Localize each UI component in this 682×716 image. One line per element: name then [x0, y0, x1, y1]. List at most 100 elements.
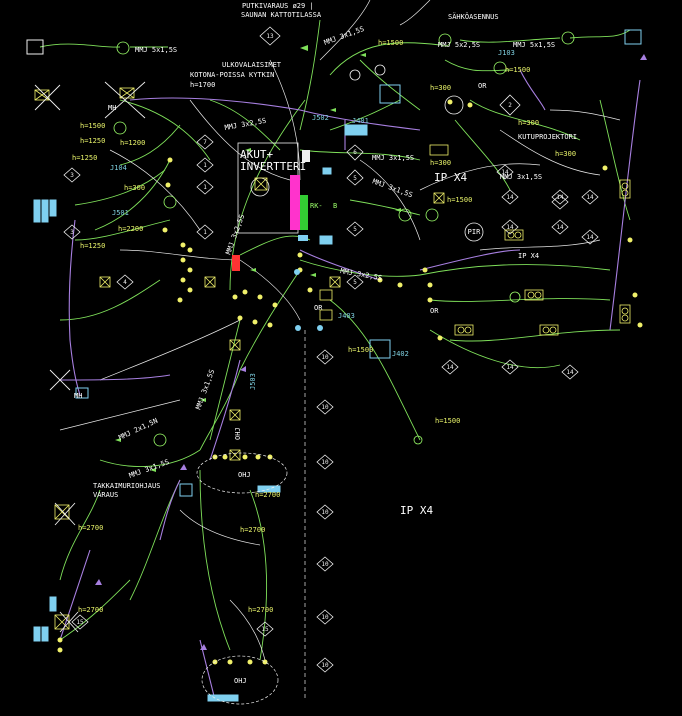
j-label-8: J104 — [110, 164, 127, 172]
svg-text:14: 14 — [586, 234, 594, 241]
svg-text:3: 3 — [70, 172, 74, 179]
h-label-20: h=1500 — [348, 346, 373, 354]
svg-text:14: 14 — [506, 194, 514, 201]
h-label-8: h=2700 — [78, 524, 103, 532]
svg-text:4: 4 — [123, 279, 127, 286]
svg-text:14: 14 — [446, 364, 454, 371]
cable-label-9: MMJ 2x1,5N — [117, 417, 159, 442]
j-label-2: J401 — [352, 117, 369, 125]
cable-label-13: MMJ 3x2,5S — [224, 213, 246, 255]
svg-text:10: 10 — [321, 561, 329, 568]
junction-labels: J103 J401 J402 J403 J501 J502 J503 J104 — [110, 49, 515, 390]
height-annotations: h=1500 h=1250 h=1250 h=1250 h=2200 h=300… — [72, 39, 576, 614]
svg-text:1: 1 — [203, 229, 207, 236]
j-label-5: J501 — [112, 209, 129, 217]
label-kotona-poissa: KOTONA-POISSA KYTKIN — [190, 71, 274, 79]
tag-ohj-3: OHJ — [234, 427, 242, 440]
svg-text:10: 10 — [321, 459, 329, 466]
svg-text:14: 14 — [556, 194, 564, 201]
svg-text:10: 10 — [321, 354, 329, 361]
svg-text:10: 10 — [321, 404, 329, 411]
h-label-17: h=300 — [518, 119, 539, 127]
label-invertteri: INVERTTERI — [240, 160, 306, 173]
device-tags: OR OR OR OHJ OHJ OHJ MH MH — [74, 82, 487, 685]
h-label-4: h=1250 — [80, 242, 105, 250]
j-label-1: J103 — [498, 49, 515, 57]
h-label-3: h=1250 — [72, 154, 97, 162]
h-label-10: h=2700 — [240, 526, 265, 534]
h-label-16: h=300 — [555, 150, 576, 158]
cable-label-11: MMJ 3x1,5S — [194, 368, 216, 410]
cable-label-3: MMJ 5x1,5S — [513, 41, 555, 49]
inverter-panel — [232, 142, 310, 271]
svg-text:15: 15 — [261, 626, 269, 633]
tag-or-1: OR — [478, 82, 487, 90]
arrow-markers — [115, 45, 401, 472]
svg-text:1: 1 — [203, 184, 207, 191]
room-numbers: 13 6 5 5 14 14 14 14 14 14 14 14 14 14 1… — [70, 33, 594, 669]
light-fixtures-white — [34, 81, 146, 633]
circle-symbols — [113, 31, 575, 447]
label-sahkoasennus: SÄHKÖASENNUS — [448, 12, 499, 21]
svg-text:3: 3 — [70, 229, 74, 236]
tag-or-3: OR — [314, 304, 323, 312]
h-label-14: h=1500 — [505, 66, 530, 74]
label-putki-2: SAUNAN KATTOTILASSA — [241, 11, 322, 19]
j-label-4: J403 — [338, 312, 355, 320]
h-label-2: h=1250 — [80, 137, 105, 145]
j-label-7: J503 — [249, 373, 257, 390]
h-label-21: h=1500 — [378, 39, 403, 47]
svg-text:10: 10 — [321, 509, 329, 516]
label-rk: RK- — [310, 202, 323, 210]
tag-ohj-2: OHJ — [234, 677, 247, 685]
label-ipx4-c: IP X4 — [400, 504, 433, 517]
group-ellipses — [196, 452, 288, 705]
label-takka-2: VARAUS — [93, 491, 118, 499]
h-label-18: h=1500 — [447, 196, 472, 204]
label-akut: AKUT+ — [240, 148, 273, 161]
socket-pairs — [429, 144, 631, 336]
h-label-11: h=2700 — [248, 606, 273, 614]
cable-annotations: MMJ 5x1,5S MMJ 5x2,5S MMJ 5x1,5S MMJ 3x1… — [117, 25, 555, 480]
tag-ohj-1: OHJ — [238, 471, 251, 479]
h-label-12: h=2700 — [255, 491, 280, 499]
switch-blocks — [26, 29, 642, 702]
svg-text:14: 14 — [566, 369, 574, 376]
wires-purple — [59, 69, 641, 701]
h-label-7: h=1200 — [120, 139, 145, 147]
wires-green — [39, 19, 631, 661]
room-markers — [63, 26, 599, 673]
h-label-15: h=300 — [430, 159, 451, 167]
text-labels: PUTKIVARAUS ø29 | SAUNAN KATTOTILASSA SÄ… — [93, 2, 577, 517]
label-kutu: KUTUPROJEKTORI — [518, 133, 577, 141]
label-putki-1: PUTKIVARAUS ø29 | — [242, 2, 314, 10]
svg-text:6: 6 — [353, 149, 357, 156]
tag-mh-2: MH — [74, 392, 82, 400]
h-label-6: h=300 — [124, 184, 145, 192]
label-takka-1: TAKKAIMURIOHJAUS — [93, 482, 160, 490]
svg-text:2: 2 — [508, 102, 512, 109]
cable-label-1: MMJ 5x1,5S — [135, 46, 177, 54]
svg-text:15: 15 — [76, 619, 84, 626]
h-label-13: h=300 — [430, 84, 451, 92]
label-h1700: h=1700 — [190, 81, 215, 89]
svg-text:5: 5 — [353, 226, 357, 233]
h-label-9: h=2700 — [78, 606, 103, 614]
svg-text:10: 10 — [321, 614, 329, 621]
wires-white — [59, 0, 621, 700]
cable-label-4: MMJ 3x1,5S — [372, 154, 414, 162]
svg-text:7: 7 — [203, 139, 207, 146]
j-label-6: J502 — [312, 114, 329, 122]
light-fixtures — [34, 87, 445, 630]
tag-mh-1: MH — [108, 104, 116, 112]
svg-text:14: 14 — [506, 364, 514, 371]
cable-label-10: MMJ 3x1,5S — [128, 458, 170, 480]
cable-label-5: MMJ 3x1,5S — [371, 177, 413, 199]
label-ipx4-a: IP X4 — [434, 171, 467, 184]
tag-or-2: OR — [430, 307, 439, 315]
pir-label: PIR — [468, 228, 481, 236]
svg-text:5: 5 — [353, 175, 357, 182]
svg-text:13: 13 — [266, 33, 274, 40]
